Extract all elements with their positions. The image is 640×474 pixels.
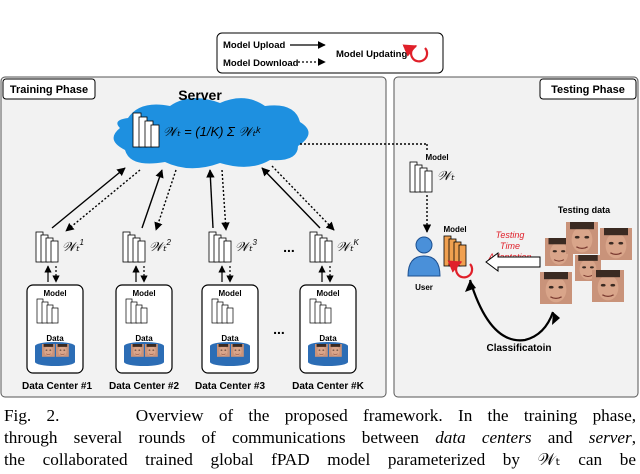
server-weight-formula: 𝒲ₜ = (1/K) Σ 𝒲ₜᵏ <box>163 124 262 139</box>
classification-label: Classificatoin <box>486 343 551 354</box>
server-label: Server <box>178 87 222 103</box>
local-exchange-arrows <box>44 265 334 283</box>
local-weight-1: 𝒲ₜ1 <box>62 238 84 254</box>
svg-text:Data: Data <box>46 334 64 343</box>
svg-text:Data: Data <box>135 334 153 343</box>
legend-download-label: Model Download <box>223 58 299 69</box>
svg-text:Data: Data <box>221 334 239 343</box>
data-center-2: Model Data <box>115 284 173 374</box>
data-center-1-label: Data Center #1 <box>22 381 92 392</box>
svg-text:Time: Time <box>500 241 520 251</box>
local-models <box>35 231 333 263</box>
model-updating-icon <box>447 260 474 279</box>
legend-updating-label: Model Updating <box>336 49 407 60</box>
svg-text:Model: Model <box>132 289 155 298</box>
training-phase-title: Training Phase <box>10 84 88 96</box>
server-cloud <box>113 98 309 169</box>
training-arrows <box>51 165 335 232</box>
global-weight-label: 𝒲ₜ <box>437 168 456 183</box>
caption-line-1: Fig. 2. Overview of the proposed framewo… <box>4 406 637 425</box>
local-weight-3: 𝒲ₜ3 <box>235 238 257 254</box>
adapted-model-label: Model <box>443 225 466 234</box>
global-model-icon <box>409 161 433 193</box>
data-center-labels: Data Center #1 Data Center #2 Data Cente… <box>22 381 365 392</box>
svg-text:Data: Data <box>319 334 337 343</box>
user-icon <box>407 236 441 277</box>
data-center-2-label: Data Center #2 <box>109 381 179 392</box>
legend: Model Upload Model Download Model Updati… <box>216 32 444 74</box>
svg-text:Model: Model <box>316 289 339 298</box>
ellipsis-top: ... <box>283 239 295 255</box>
testing-phase-panel <box>393 76 639 398</box>
tta-hollow-arrow <box>485 252 541 272</box>
caption-line-2: through several rounds of communications… <box>4 428 636 447</box>
server-model-icon <box>132 112 160 148</box>
svg-text:Model: Model <box>43 289 66 298</box>
testing-phase-title: Testing Phase <box>551 84 625 96</box>
global-model-label: Model <box>425 153 448 162</box>
data-center-k-label: Data Center #K <box>292 381 364 392</box>
data-center-k: Model Data <box>299 284 357 374</box>
data-center-1: Model Data <box>26 284 84 374</box>
ellipsis-bottom: ... <box>273 321 285 337</box>
testing-data-label: Testing data <box>558 205 611 215</box>
local-weight-2: 𝒲ₜ2 <box>149 238 171 254</box>
user-label: User <box>415 283 433 292</box>
svg-text:Testing: Testing <box>496 230 525 240</box>
server-to-user-link <box>300 143 428 152</box>
legend-upload-label: Model Upload <box>223 40 285 51</box>
classification-arrow <box>465 279 560 342</box>
data-center-3-label: Data Center #3 <box>195 381 265 392</box>
data-center-3: Model Data <box>201 284 259 374</box>
svg-text:Model: Model <box>218 289 241 298</box>
updating-icon <box>402 44 429 63</box>
caption-line-3: the collaborated trained global fPAD mod… <box>4 450 636 469</box>
framework-figure: Model Upload Model Download Model Updati… <box>0 32 639 398</box>
